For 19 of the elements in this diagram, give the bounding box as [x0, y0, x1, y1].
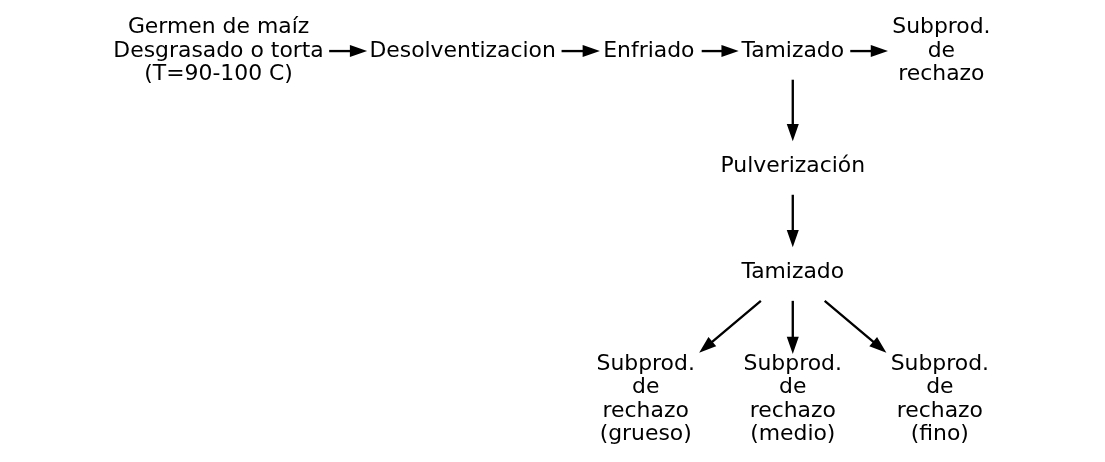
node-text: Tamizado [740, 36, 844, 62]
arrow [701, 45, 739, 58]
node-text: Subprod. de rechazo (grueso) [596, 349, 695, 446]
arrow [786, 300, 799, 354]
node-text: Germen de maíz Desgrasado o torta (T=90-100 C) [112, 13, 324, 86]
node-text: Subprod. de rechazo (fino) [890, 349, 989, 446]
node-text: Pulverización [719, 151, 865, 177]
arrow [823, 299, 886, 353]
node-text: Subprod. de rechazo (medio) [743, 349, 842, 446]
node-text: Desolventizacion [368, 36, 556, 62]
arrow [561, 45, 600, 58]
arrow [786, 79, 799, 142]
arrow [328, 45, 367, 58]
node-text: Subprod. de rechazo [891, 13, 991, 86]
node-text: Enfriado [602, 36, 694, 62]
arrow [698, 299, 762, 353]
arrow [786, 194, 799, 248]
node-text: Tamizado [740, 258, 844, 284]
arrow [849, 45, 888, 58]
